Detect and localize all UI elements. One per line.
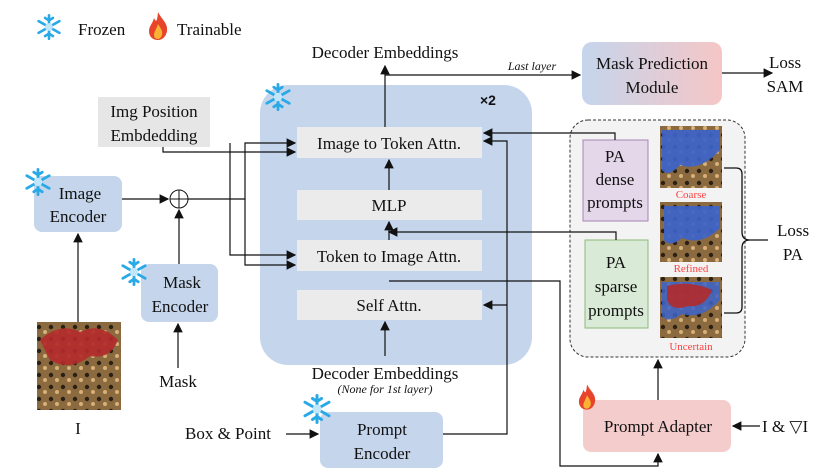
decoder-embeddings-bottom: Decoder Embeddings xyxy=(312,364,459,383)
mpm-line2: Module xyxy=(626,78,679,97)
image-encoder-line2: Encoder xyxy=(50,207,107,226)
image-encoder-line1: Image xyxy=(59,184,101,203)
repeat-label: ×2 xyxy=(480,92,496,108)
image-label: I xyxy=(75,419,81,438)
block-token-to-image: Token to Image Attn. xyxy=(317,247,461,266)
mask-encoder xyxy=(141,264,218,322)
pa-sparse-line3: prompts xyxy=(588,301,644,320)
flame-icon xyxy=(578,384,596,410)
pa-dense-line1: PA xyxy=(605,147,626,166)
pa-sparse-prompts xyxy=(584,239,649,329)
prompt-encoder-line1: Prompt xyxy=(357,420,407,439)
pa-sparse-line2: sparse xyxy=(595,277,637,296)
loss-pa-line1: Loss xyxy=(777,221,809,240)
img-pos-line1: Img Position xyxy=(110,102,198,121)
flame-icon xyxy=(149,12,168,40)
mask-label: Mask xyxy=(159,372,197,391)
mask-uncertain-image xyxy=(660,277,722,338)
mask-refined-image xyxy=(660,202,722,262)
img-position-embedding xyxy=(98,97,210,147)
mpm-line1: Mask Prediction xyxy=(596,54,708,73)
prompt-adapter xyxy=(583,400,731,452)
input-image xyxy=(37,322,121,410)
pa-dense-line2: dense xyxy=(596,170,635,189)
decoder-embeddings-top: Decoder Embeddings xyxy=(312,43,459,62)
loss-sam-line2: SAM xyxy=(767,77,804,96)
prompt-adapter-label: Prompt Adapter xyxy=(604,417,712,436)
mask-refined-label: Refined xyxy=(674,263,709,275)
mask-coarse-image xyxy=(660,126,722,188)
loss-sam-line1: Loss xyxy=(769,53,801,72)
block-image-to-token: Image to Token Attn. xyxy=(317,134,461,153)
pa-dense-line3: prompts xyxy=(587,193,643,212)
img-pos-line2: Embdedding xyxy=(111,126,198,145)
snowflake-icon xyxy=(37,14,61,40)
connectors xyxy=(73,64,774,467)
pa-sparse-line1: PA xyxy=(606,253,627,272)
image-encoder xyxy=(34,176,122,232)
mask-prediction-module xyxy=(582,42,722,105)
prompt-adapter-input-label: I & ▽I xyxy=(762,417,808,436)
box-point-label: Box & Point xyxy=(185,424,271,443)
legend-frozen: Frozen xyxy=(78,20,126,39)
prompt-encoder xyxy=(320,412,443,468)
mask-coarse-label: Coarse xyxy=(676,189,707,201)
legend-trainable: Trainable xyxy=(177,20,242,39)
mask-encoder-line1: Mask xyxy=(163,273,201,292)
mask-uncertain-label: Uncertain xyxy=(669,341,713,353)
prompt-encoder-line2: Encoder xyxy=(354,444,411,463)
decoder-blocks: Image to Token Attn. MLP Token to Image … xyxy=(297,127,482,320)
pa-dense-prompts xyxy=(582,139,649,222)
last-layer-label: Last layer xyxy=(507,59,557,73)
block-self-attn: Self Attn. xyxy=(356,296,421,315)
block-mlp: MLP xyxy=(372,196,407,215)
mask-encoder-line2: Encoder xyxy=(152,297,209,316)
decoder-embeddings-note: (None for 1st layer) xyxy=(338,382,433,396)
loss-pa-line2: PA xyxy=(783,245,804,264)
